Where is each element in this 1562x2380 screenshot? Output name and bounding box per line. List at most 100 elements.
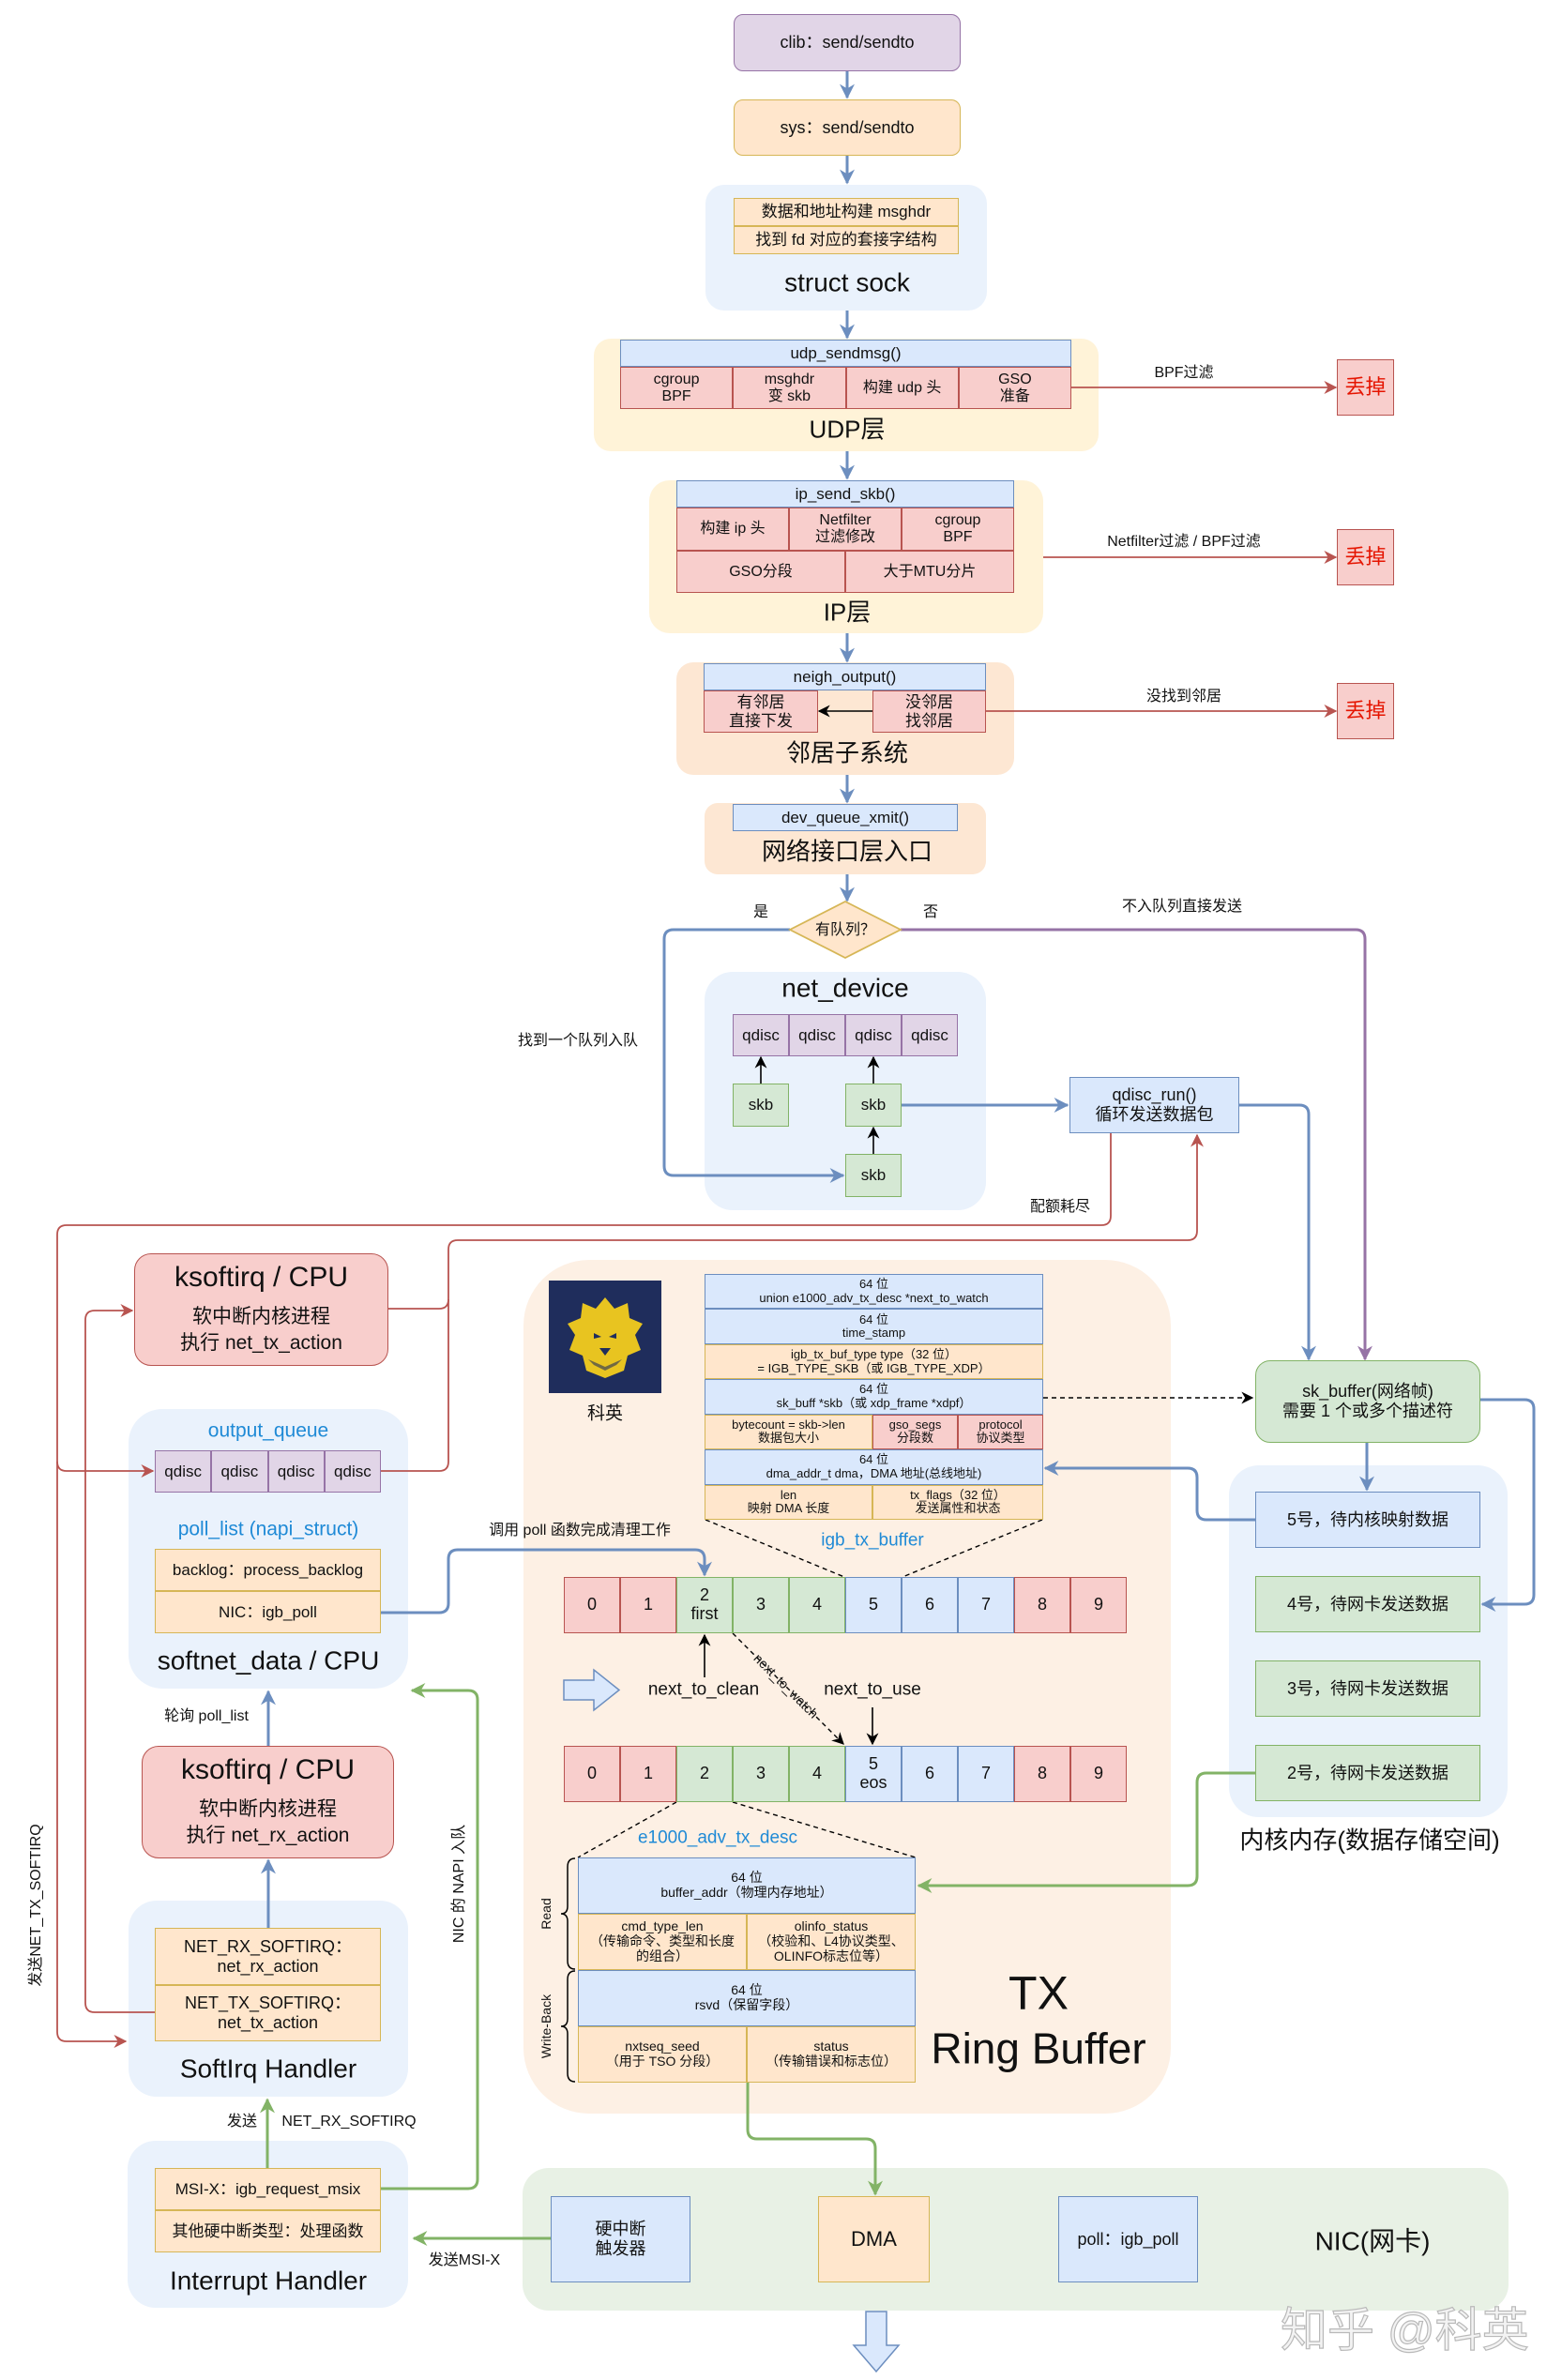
struct-field: len 映射 DMA 长度	[705, 1484, 872, 1520]
dashed-desc-zoom-left	[577, 1801, 677, 1858]
next-to-clean-label: next_to_clean	[647, 1679, 760, 1700]
skb-box: skb	[733, 1084, 789, 1127]
udp-step: cgroup BPF	[620, 367, 734, 409]
udp-step: GSO 准备	[958, 367, 1071, 409]
neigh-not-found-cell: 没邻居 找邻居	[872, 690, 986, 733]
hollow-down-arrow-icon	[852, 2311, 901, 2373]
ring-slot: 4	[789, 1577, 845, 1633]
ring-slot: 0	[564, 1746, 620, 1802]
qdisc-cell: qdisc	[789, 1014, 845, 1056]
other-irq-handler-row: 其他硬中断类型：处理函数	[155, 2210, 381, 2252]
raise-rx-label-name: NET_RX_SOFTIRQ	[281, 2114, 417, 2130]
struct-field: 64 位 union e1000_adv_tx_desc *next_to_wa…	[705, 1274, 1043, 1310]
udp-drop-box: 丢掉	[1337, 359, 1394, 416]
lion-glyph	[568, 1297, 643, 1378]
interrupt-handler-label: Interrupt Handler	[169, 2266, 368, 2296]
logo-caption: 科英	[586, 1403, 624, 1424]
qdisc-run-box: qdisc_run() 循环发送数据包	[1069, 1077, 1239, 1133]
poll-list-nic-row: NIC：igb_poll	[155, 1591, 381, 1633]
brace-read	[560, 1857, 576, 1970]
enqueue-label: 找到一个队列入队	[517, 1033, 639, 1050]
tx-ring-title-1: TX	[1008, 1966, 1069, 2020]
poll-list-label: poll_list (napi_struct)	[177, 1518, 359, 1540]
struct-field: tx_flags（32 位） 发送属性和状态	[872, 1484, 1043, 1520]
watermark: 知乎 @科英	[1280, 2303, 1529, 2357]
struct-sock-row: 找到 fd 对应的套接字结构	[734, 226, 959, 254]
ring-slot: 6	[902, 1746, 958, 1802]
desc-field: status （传输错误和标志位）	[747, 2026, 916, 2083]
tx-desc-label: e1000_adv_tx_desc	[637, 1827, 798, 1848]
memory-slot-3: 3号，待网卡发送数据	[1255, 1660, 1480, 1717]
ip-step: 大于MTU分片	[845, 551, 1014, 593]
ip-step: Netfilter 过滤修改	[789, 508, 902, 551]
desc-field: cmd_type_len （传输命令、类型和长度 的组合）	[578, 1914, 747, 1970]
ring-slot: 9	[1070, 1746, 1127, 1802]
ring-slot: 2	[676, 1746, 733, 1802]
ring-slot: 4	[789, 1746, 845, 1802]
ring-slot: 8	[1014, 1746, 1070, 1802]
ip-layer-label: IP层	[823, 598, 872, 627]
arrow-slot2-to-desc	[917, 1771, 1255, 1893]
dev-queue-xmit-header: dev_queue_xmit()	[733, 804, 958, 831]
sk-buffer-box: sk_buffer(网络帧) 需要 1 个或多个描述符	[1255, 1360, 1480, 1443]
send-msix-label: 发送MSI-X	[428, 2252, 501, 2269]
qdisc-cell: qdisc	[902, 1014, 958, 1056]
read-format-label: Read	[538, 1898, 554, 1930]
ksoftirq-rx-box: ksoftirq / CPU 软中断内核进程 执行 net_rx_action	[142, 1746, 394, 1858]
softirq-handler-label: SoftIrq Handler	[179, 2054, 357, 2084]
neigh-drop-reason: 没找到邻居	[1145, 689, 1222, 705]
ksoftirq-rx-desc: 软中断内核进程 执行 net_rx_action	[186, 1797, 350, 1847]
arrow-desc-to-dma	[746, 2083, 883, 2196]
struct-row: 64 位 union e1000_adv_tx_desc *next_to_wa…	[705, 1274, 1043, 1310]
struct-field: igb_tx_buf_type type（32 位） = IGB_TYPE_SK…	[705, 1343, 1043, 1380]
ring-slot: 5 eos	[845, 1746, 902, 1802]
ring-slot: 3	[733, 1577, 789, 1633]
softnet-data-label: softnet_data / CPU	[157, 1645, 380, 1675]
arrow-sk-buffer-to-slot4	[1480, 1398, 1536, 1612]
hw-irq-trigger-box: 硬中断 触发器	[551, 2196, 690, 2282]
desc-field: nxtseq_seed （用于 TSO 分段）	[578, 2026, 747, 2083]
arrow-slot5-to-dma-field	[1043, 1461, 1255, 1522]
memory-slot-2: 2号，待网卡发送数据	[1255, 1745, 1480, 1801]
direct-send-label: 不入队列直接发送	[1121, 899, 1243, 916]
ip-drop-reason: Netfilter过滤 / BPF过滤	[1107, 534, 1261, 551]
ring-slot: 8	[1014, 1577, 1070, 1633]
ring-slot: 5	[845, 1577, 902, 1633]
ring-slot: 7	[958, 1577, 1014, 1633]
decision-diamond	[788, 900, 902, 960]
net-device-label: net_device	[781, 973, 909, 1003]
ip-step: 构建 ip 头	[676, 508, 789, 551]
poll-loop-label: 轮询 poll_list	[164, 1708, 249, 1725]
tx-ring-title-2: Ring Buffer	[931, 2024, 1146, 2073]
struct-row: 64 位 sk_buff *skb（或 xdp_frame *xdpf）	[705, 1379, 1043, 1415]
struct-field: 64 位 dma_addr_t dma，DMA 地址(总线地址)	[705, 1449, 1043, 1485]
arrow-quota-exhausted	[56, 1133, 1112, 2048]
ring-slot: 2 first	[676, 1577, 733, 1633]
desc-row: 64 位 buffer_addr（物理内存地址）	[578, 1857, 916, 1914]
hollow-right-arrow-icon	[563, 1668, 621, 1712]
arrow-enqueue-path	[662, 928, 845, 1183]
struct-field: 64 位 sk_buff *skb（或 xdp_frame *xdpf）	[705, 1379, 1043, 1415]
kernel-memory-label: 内核内存(数据存储空间)	[1239, 1826, 1500, 1855]
ring-slot: 1	[620, 1577, 676, 1633]
dashed-desc-zoom-right	[732, 1801, 917, 1858]
logo-lion-icon	[549, 1281, 661, 1393]
udp-layer-label: UDP层	[809, 415, 886, 444]
arrow-napi-enqueue	[381, 1683, 479, 2191]
ring-slot: 1	[620, 1746, 676, 1802]
poll-list-backlog-row: backlog：process_backlog	[155, 1549, 381, 1591]
sys-send-box: sys：send/sendto	[734, 99, 961, 156]
skb-box: skb	[845, 1154, 902, 1197]
ip-steps-row-1: 构建 ip 头 Netfilter 过滤修改 cgroup BPF	[676, 508, 1014, 551]
clib-send-box: clib：send/sendto	[734, 14, 961, 71]
qdisc-cell: qdisc	[324, 1450, 381, 1493]
arrow-to-output-queue	[56, 1461, 155, 1478]
nic-label: NIC(网卡)	[1314, 2226, 1431, 2256]
desc-row: nxtseq_seed （用于 TSO 分段） status （传输错误和标志位…	[578, 2026, 916, 2083]
ksoftirq-tx-desc: 软中断内核进程 执行 net_tx_action	[180, 1305, 342, 1355]
struct-field: protocol 协议类型	[958, 1414, 1043, 1450]
neigh-drop-box: 丢掉	[1337, 683, 1394, 739]
neigh-found-cell: 有邻居 直接下发	[704, 690, 818, 733]
struct-row: len 映射 DMA 长度 tx_flags（32 位） 发送属性和状态	[705, 1484, 1043, 1520]
struct-row: igb_tx_buf_type type（32 位） = IGB_TYPE_SK…	[705, 1343, 1043, 1380]
